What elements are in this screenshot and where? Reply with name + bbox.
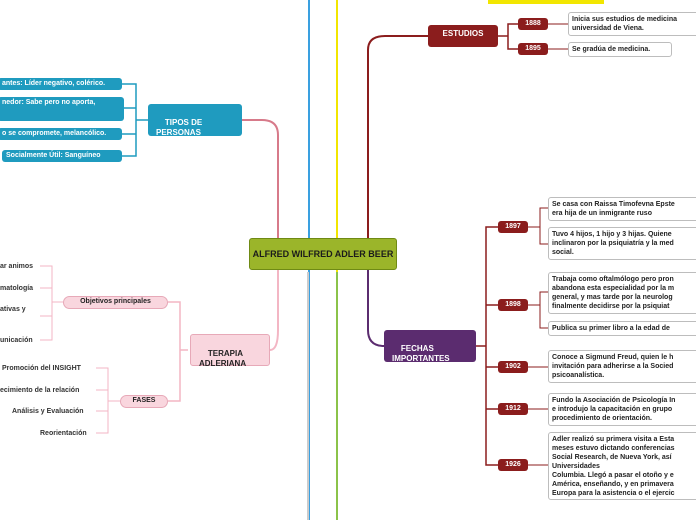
- estudios-title: ESTUDIOS: [442, 29, 484, 38]
- year-badge[interactable]: 1902: [498, 361, 528, 373]
- objective-item[interactable]: unicación: [0, 336, 33, 345]
- year-badge[interactable]: 1898: [498, 299, 528, 311]
- personality-type[interactable]: nedor: Sabe pero no aporta,: [0, 97, 124, 121]
- event-text: Adler realizó su primera visita a Esta m…: [552, 436, 675, 497]
- objective-text: unicación: [0, 337, 33, 344]
- type-text: nedor: Sabe pero no aporta,: [2, 99, 96, 106]
- phase-text: ecimiento de la relación: [0, 387, 80, 394]
- year-badge[interactable]: 1926: [498, 459, 528, 471]
- type-text: Socialmente Útil: Sanguíneo: [6, 152, 101, 159]
- year-label: 1888: [525, 20, 541, 27]
- year-label: 1898: [505, 301, 521, 308]
- phase-text: Análisis y Evaluación: [12, 408, 84, 415]
- year-label: 1902: [505, 363, 521, 370]
- fases-node[interactable]: FASES: [120, 395, 168, 408]
- objective-item[interactable]: ar animos: [0, 262, 33, 271]
- objective-item[interactable]: ativas y: [0, 305, 26, 314]
- event-note[interactable]: Conoce a Sigmund Freud, quien le h invit…: [548, 350, 696, 383]
- terapia-title: TERAPIA ADLERIANA: [199, 349, 247, 368]
- year-badge[interactable]: 1912: [498, 403, 528, 415]
- center-title: ALFRED WILFRED ADLER BEER: [252, 249, 394, 259]
- event-text: Trabaja como oftalmólogo pero pron aband…: [552, 276, 675, 310]
- event-note[interactable]: Adler realizó su primera visita a Esta m…: [548, 432, 696, 500]
- type-text: o se compromete, melancólico.: [2, 130, 107, 137]
- objective-item[interactable]: matología: [0, 284, 33, 293]
- event-note[interactable]: Se casa con Raissa Timofevna Epste era h…: [548, 197, 696, 221]
- event-text: Inicia sus estudios de medicina universi…: [572, 16, 678, 32]
- event-text: Conoce a Sigmund Freud, quien le h invit…: [552, 354, 674, 379]
- objective-text: ativas y: [0, 306, 26, 313]
- tipos-title: TIPOS DE PERSONAS: [156, 118, 203, 137]
- event-note[interactable]: Publica su primer libro a la edad de: [548, 321, 696, 336]
- event-text: Publica su primer libro a la edad de: [552, 325, 670, 332]
- year-badge[interactable]: 1895: [518, 43, 548, 55]
- personality-type[interactable]: o se compromete, melancólico.: [0, 128, 122, 140]
- phase-item[interactable]: ecimiento de la relación: [0, 386, 79, 395]
- event-text: Fundo la Asociación de Psicología In e i…: [552, 397, 676, 422]
- phase-item[interactable]: Reorientación: [40, 429, 87, 438]
- event-text: Se casa con Raissa Timofevna Epste era h…: [552, 201, 675, 217]
- event-text: Se gradúa de medicina.: [572, 46, 651, 53]
- center-node[interactable]: ALFRED WILFRED ADLER BEER: [249, 238, 397, 270]
- objective-text: ar animos: [0, 263, 34, 270]
- year-badge[interactable]: 1888: [518, 18, 548, 30]
- objetivos-node[interactable]: Objetivos principales: [63, 296, 168, 309]
- personality-type[interactable]: antes: Líder negativo, colérico.: [0, 78, 122, 90]
- estudios-node[interactable]: ESTUDIOS: [428, 25, 498, 47]
- year-label: 1912: [505, 405, 521, 412]
- year-label: 1926: [505, 461, 521, 468]
- phase-item[interactable]: Promoción del INSIGHT: [2, 364, 81, 373]
- phase-item[interactable]: Análisis y Evaluación: [12, 407, 84, 416]
- event-note[interactable]: Trabaja como oftalmólogo pero pron aband…: [548, 272, 696, 314]
- event-text: Tuvo 4 hijos, 1 hijo y 3 hijas. Quiene i…: [552, 231, 674, 256]
- objective-text: matología: [0, 285, 34, 292]
- fases-label: FASES: [132, 397, 156, 404]
- phase-text: Reorientación: [40, 430, 87, 437]
- type-text: antes: Líder negativo, colérico.: [2, 80, 106, 87]
- event-note[interactable]: Fundo la Asociación de Psicología In e i…: [548, 393, 696, 426]
- event-note[interactable]: Inicia sus estudios de medicina universi…: [568, 12, 696, 36]
- personality-type[interactable]: Socialmente Útil: Sanguíneo: [2, 150, 122, 162]
- year-badge[interactable]: 1897: [498, 221, 528, 233]
- year-label: 1897: [505, 223, 521, 230]
- terapia-node[interactable]: TERAPIA ADLERIANA: [190, 334, 270, 368]
- fechas-node[interactable]: FECHAS IMPORTANTES: [384, 330, 476, 363]
- objetivos-label: Objetivos principales: [80, 298, 151, 305]
- event-note[interactable]: Se gradúa de medicina.: [568, 42, 672, 57]
- event-note[interactable]: Tuvo 4 hijos, 1 hijo y 3 hijas. Quiene i…: [548, 227, 696, 260]
- year-label: 1895: [525, 45, 541, 52]
- tipos-node[interactable]: TIPOS DE PERSONAS: [148, 104, 242, 137]
- fechas-title: FECHAS IMPORTANTES: [392, 344, 450, 363]
- phase-text: Promoción del INSIGHT: [2, 365, 81, 372]
